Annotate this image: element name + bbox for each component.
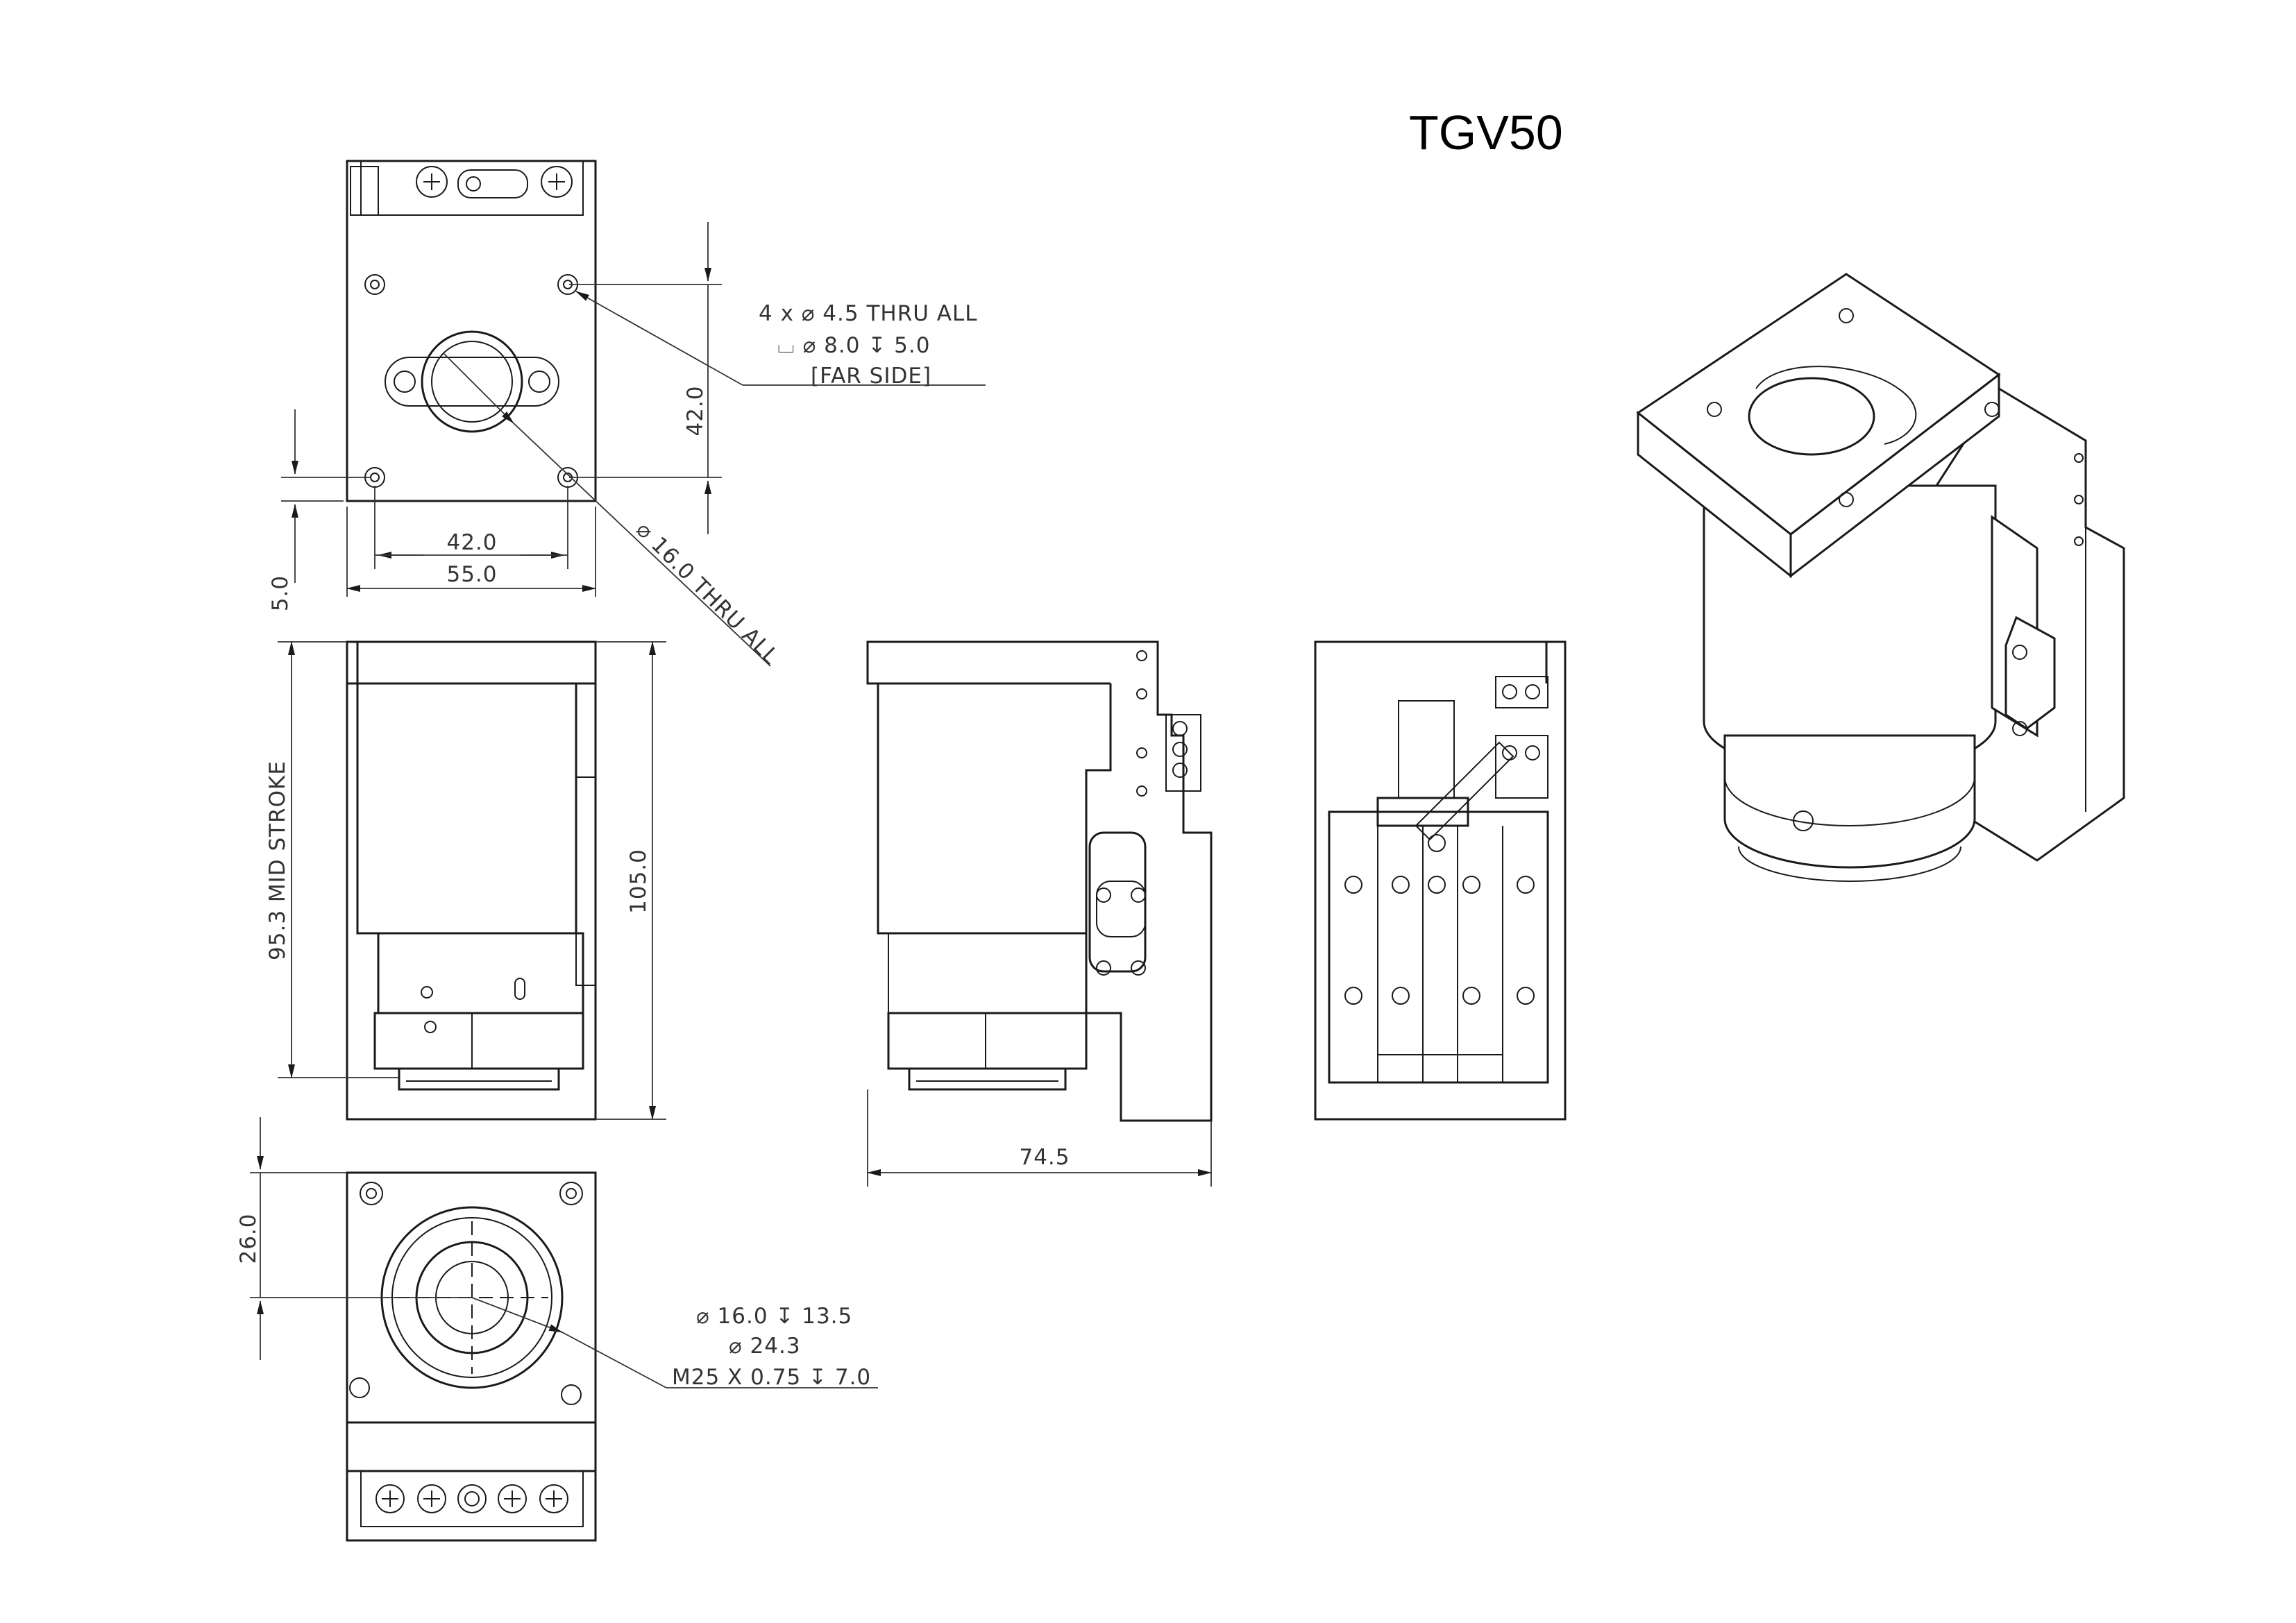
bottom-note-line1: ⌀ 16.0 ↧ 13.5 — [696, 1304, 852, 1329]
dim-total-height: 105.0 — [626, 849, 651, 914]
isometric-view — [1636, 273, 2125, 882]
rear-view — [1314, 640, 1567, 1121]
dim-top-h-outer: 55.0 — [446, 562, 497, 587]
dim-mid-stroke: 95.3 MID STROKE — [265, 760, 290, 960]
hole-note-line1: 4 x ⌀ 4.5 THRU ALL — [759, 301, 978, 326]
front-view — [278, 640, 666, 1121]
bottom-note-line3: M25 X 0.75 ↧ 7.0 — [672, 1365, 871, 1390]
side-view — [866, 640, 1213, 1187]
dim-center-hole: ⌀ 16.0 THRU ALL — [631, 517, 784, 670]
bottom-view — [250, 1117, 878, 1542]
dim-top-offset: 5.0 — [268, 575, 293, 611]
dim-side-width: 74.5 — [1019, 1145, 1070, 1170]
dim-top-h-inner: 42.0 — [446, 530, 497, 555]
dim-bottom-vertical: 26.0 — [236, 1213, 261, 1264]
top-view — [281, 160, 986, 667]
bottom-note-line2: ⌀ 24.3 — [729, 1334, 801, 1359]
hole-note-line3: [FAR SIDE] — [811, 364, 931, 389]
dim-top-vertical: 42.0 — [683, 385, 708, 436]
hole-note-line2: ⌴ ⌀ 8.0 ↧ 5.0 — [777, 333, 930, 358]
drawing-title: TGV50 — [1409, 105, 1563, 160]
